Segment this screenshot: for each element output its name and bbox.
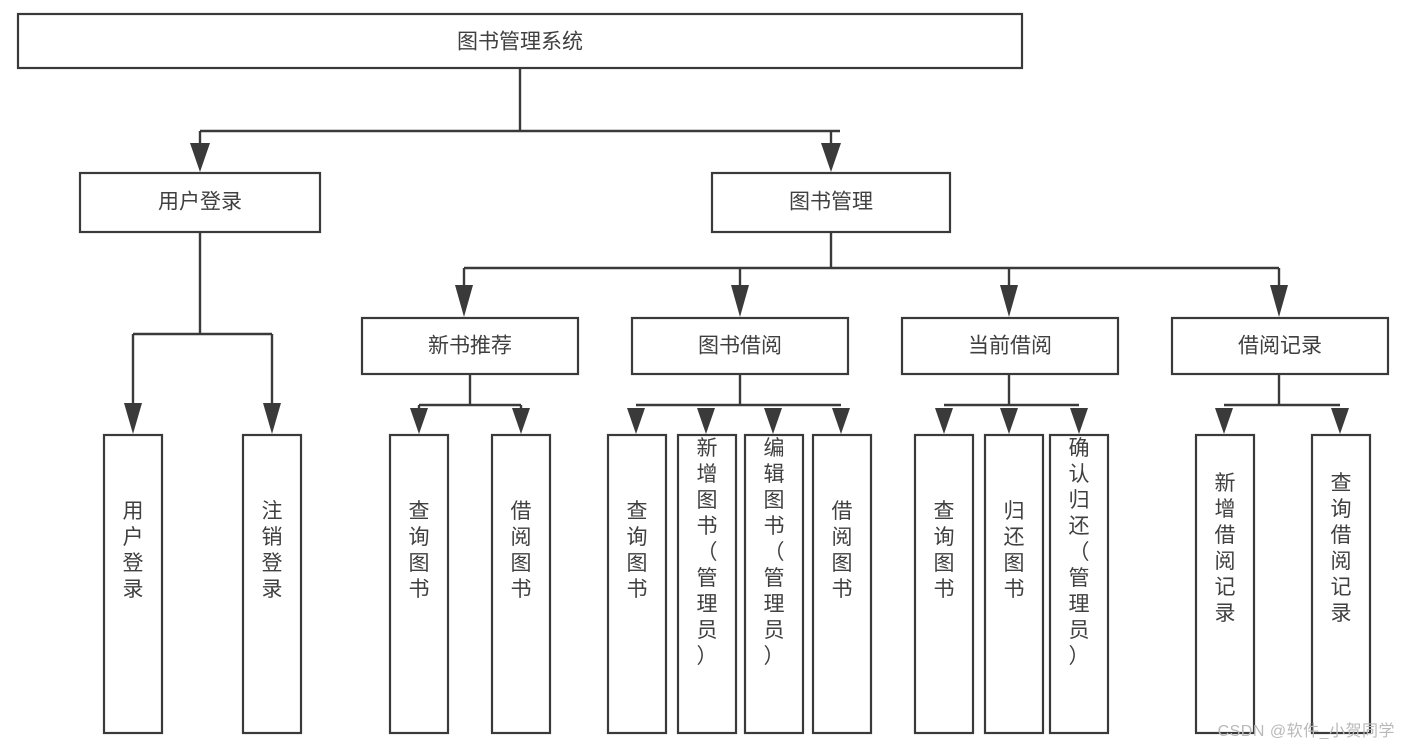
node-new-book-recommend-label: 新书推荐 [428, 335, 512, 358]
node-leaf-user-logout-label: 注销登录 [262, 500, 283, 601]
arrow-head-leaf-query-book-1 [410, 408, 428, 434]
arrow-head-user-login [190, 143, 210, 172]
node-leaf-query-book-1-label: 查询图书 [409, 500, 430, 601]
connector-group-book-borrow [627, 374, 850, 434]
arrow-head-leaf-user-login [124, 403, 142, 434]
node-current-borrow-label: 当前借阅 [968, 335, 1052, 358]
node-leaf-query-book-1-box[interactable] [388, 433, 450, 735]
node-current-borrow-box[interactable] [900, 316, 1120, 376]
node-book-management-box[interactable] [710, 171, 952, 234]
arrow-head-leaf-query-book-3 [935, 408, 953, 434]
node-leaf-user-login-box[interactable] [102, 433, 164, 735]
node-leaf-query-record[interactable]: 查询借阅记录 [1310, 433, 1372, 735]
node-leaf-user-login[interactable]: 用户登录 [102, 433, 164, 735]
node-leaf-confirm-return-label: 确认归还（管理员） [1069, 437, 1090, 668]
connector-group-root [190, 68, 841, 172]
node-leaf-query-record-label: 查询借阅记录 [1331, 472, 1352, 625]
arrow-head-book-borrow [731, 285, 749, 317]
node-leaf-add-book-label: 新增图书（管理员） [697, 437, 718, 668]
node-leaf-query-book-3-box[interactable] [913, 433, 975, 735]
node-leaf-query-book-1[interactable]: 查询图书 [388, 433, 450, 735]
node-user-login-label: 用户登录 [158, 191, 242, 214]
node-leaf-return-book-box[interactable] [983, 433, 1045, 735]
node-leaf-user-logout[interactable]: 注销登录 [241, 433, 303, 735]
arrow-head-leaf-return-book [1000, 408, 1018, 434]
node-book-management-label: 图书管理 [789, 191, 873, 214]
node-leaf-borrow-book-2[interactable]: 借阅图书 [811, 433, 873, 735]
node-leaf-borrow-book-1-box[interactable] [490, 433, 552, 735]
node-leaf-query-book-2[interactable]: 查询图书 [606, 433, 668, 735]
node-leaf-return-book[interactable]: 归还图书 [983, 433, 1045, 735]
node-leaf-borrow-book-1-label: 借阅图书 [511, 500, 532, 601]
node-borrow-record[interactable]: 借阅记录 [1170, 316, 1390, 376]
node-leaf-query-book-3[interactable]: 查询图书 [913, 433, 975, 735]
node-leaf-edit-book[interactable]: 编辑图书（管理员） [743, 433, 805, 735]
node-book-borrow-box[interactable] [630, 316, 850, 376]
arrow-head-book-management [821, 143, 841, 172]
node-leaf-add-record-box[interactable] [1194, 433, 1256, 735]
node-leaf-edit-book-box[interactable] [743, 433, 805, 735]
node-leaf-add-record[interactable]: 新增借阅记录 [1194, 433, 1256, 735]
arrow-head-leaf-user-logout [263, 403, 281, 434]
node-leaf-borrow-book-2-box[interactable] [811, 433, 873, 735]
node-leaf-user-login-label: 用户登录 [123, 500, 144, 601]
node-leaf-add-book-box[interactable] [676, 433, 738, 735]
node-user-login-box[interactable] [78, 171, 322, 234]
connector-group-current-borrow [935, 374, 1088, 434]
node-leaf-query-book-2-label: 查询图书 [627, 500, 648, 601]
arrow-head-leaf-add-book [697, 408, 715, 434]
arrow-head-current-borrow [1000, 285, 1018, 317]
node-leaf-borrow-book-1[interactable]: 借阅图书 [490, 433, 552, 735]
arrow-head-leaf-edit-book [764, 408, 782, 434]
node-leaf-user-logout-box[interactable] [241, 433, 303, 735]
node-root[interactable]: 图书管理系统 [16, 12, 1024, 70]
arrow-head-leaf-borrow-book-2 [832, 408, 850, 434]
node-leaf-borrow-book-2-label: 借阅图书 [832, 500, 853, 601]
node-borrow-record-label: 借阅记录 [1238, 335, 1322, 358]
connector-group-borrow-record [1215, 374, 1349, 434]
node-current-borrow[interactable]: 当前借阅 [900, 316, 1120, 376]
connector-group-user-login [124, 232, 281, 434]
node-new-book-recommend[interactable]: 新书推荐 [360, 316, 580, 376]
csdn-watermark: CSDN @软件_小贺同学 [1217, 723, 1395, 740]
node-book-borrow[interactable]: 图书借阅 [630, 316, 850, 376]
arrow-head-leaf-confirm-return [1070, 408, 1088, 434]
node-leaf-query-record-box[interactable] [1310, 433, 1372, 735]
node-leaf-confirm-return-box[interactable] [1048, 433, 1110, 735]
node-leaf-return-book-label: 归还图书 [1004, 500, 1025, 601]
node-borrow-record-box[interactable] [1170, 316, 1390, 376]
node-user-login[interactable]: 用户登录 [78, 171, 322, 234]
node-book-management[interactable]: 图书管理 [710, 171, 952, 234]
arrow-head-new-book-recommend [455, 285, 473, 317]
arrow-head-borrow-record [1270, 285, 1288, 317]
connector-group-new-book-recommend [410, 374, 530, 434]
connector-group-book-management [455, 232, 1288, 317]
node-leaf-add-record-label: 新增借阅记录 [1215, 472, 1236, 625]
node-book-borrow-label: 图书借阅 [698, 335, 782, 358]
node-new-book-recommend-box[interactable] [360, 316, 580, 376]
node-leaf-query-book-2-box[interactable] [606, 433, 668, 735]
node-leaf-confirm-return[interactable]: 确认归还（管理员） [1048, 433, 1110, 735]
arrow-head-leaf-borrow-book-1 [512, 408, 530, 434]
arrow-head-leaf-add-record [1215, 408, 1233, 434]
node-leaf-add-book[interactable]: 新增图书（管理员） [676, 433, 738, 735]
node-leaf-query-book-3-label: 查询图书 [934, 500, 955, 601]
arrow-head-leaf-query-book-2 [627, 408, 645, 434]
node-leaf-edit-book-label: 编辑图书（管理员） [764, 437, 785, 668]
node-root-label: 图书管理系统 [457, 31, 583, 54]
arrow-head-leaf-query-record [1331, 408, 1349, 434]
node-root-box[interactable] [16, 12, 1024, 70]
